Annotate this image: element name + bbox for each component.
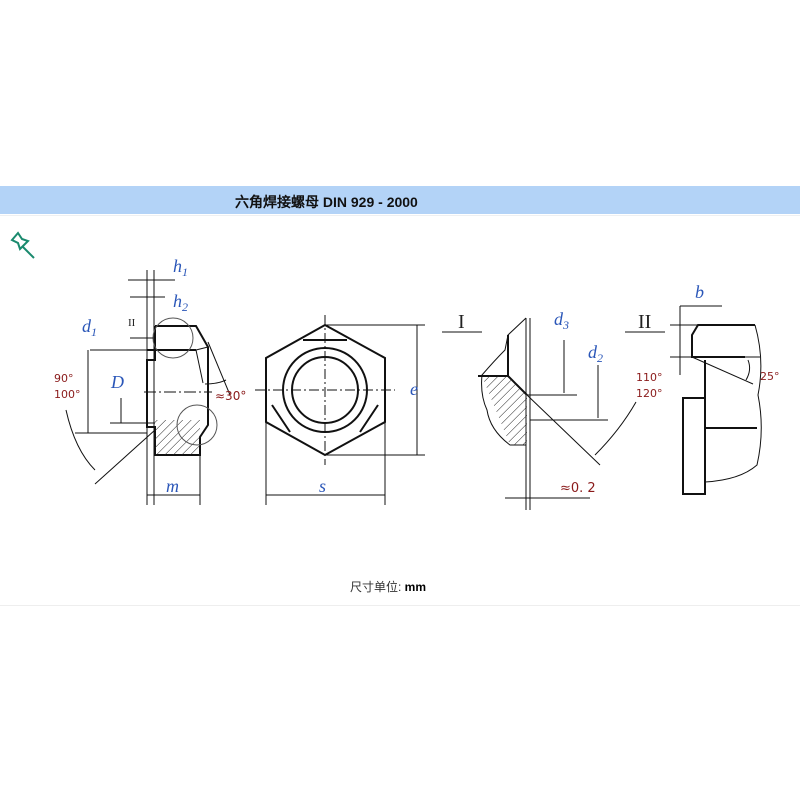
unit-label: 尺寸单位: xyxy=(350,580,405,594)
label-h1: h1 xyxy=(173,256,188,279)
detail-II xyxy=(625,305,762,495)
pushpin-icon[interactable] xyxy=(8,230,40,262)
hex-view xyxy=(255,315,425,505)
label-detail-I: I xyxy=(458,311,465,333)
page-title: 六角焊接螺母 DIN 929 - 2000 xyxy=(235,194,418,210)
side-view xyxy=(65,270,231,505)
unit-note: 尺寸单位: mm xyxy=(350,578,426,595)
label-e: e xyxy=(410,379,418,399)
label-d2: d2 xyxy=(588,342,603,365)
angle-30: ≈30° xyxy=(215,389,246,403)
label-d1: d1 xyxy=(82,316,97,339)
technical-drawing: h1 h2 II d1 D 90° 100° ≈30° m s e I d3 d… xyxy=(54,256,780,510)
title-bar xyxy=(0,186,800,214)
label-detail-II-ref: II xyxy=(128,317,136,329)
detail-I xyxy=(442,317,637,510)
label-detail-II: II xyxy=(638,311,651,333)
angle-100: 100° xyxy=(54,388,81,401)
angle-120: 120° xyxy=(636,387,663,400)
gap-0-2: ≈0. 2 xyxy=(560,481,596,496)
unit-value: mm xyxy=(404,580,427,594)
divider xyxy=(0,215,800,216)
angle-25: 25° xyxy=(760,370,780,383)
label-d3: d3 xyxy=(554,309,569,332)
label-s: s xyxy=(319,476,326,496)
label-m: m xyxy=(166,476,179,496)
angle-110: 110° xyxy=(636,371,663,384)
label-D: D xyxy=(110,372,124,392)
label-b: b xyxy=(695,282,704,302)
angle-90: 90° xyxy=(54,372,74,385)
label-h2: h2 xyxy=(173,291,188,314)
footer-divider xyxy=(0,605,800,606)
